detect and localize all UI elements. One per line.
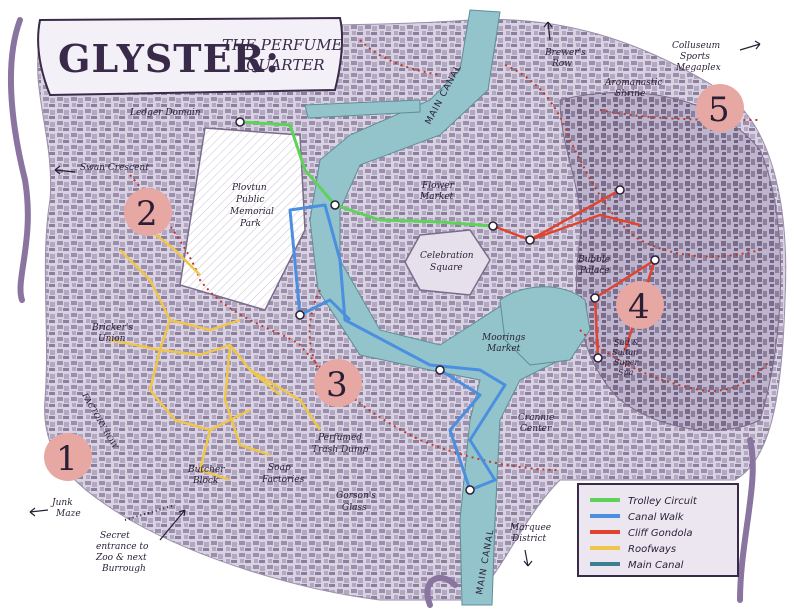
- svg-text:2: 2: [136, 194, 158, 234]
- label-colluseum-1: Colluseum: [672, 41, 720, 51]
- label-marquee-1: Marquee: [509, 523, 551, 533]
- label-junk-1: Junk: [50, 498, 73, 508]
- svg-text:1: 1: [56, 439, 78, 479]
- title-sub-line1: THE PERFUME: [222, 36, 343, 54]
- label-gorsons-2: Glass: [342, 503, 367, 513]
- label-park-3: Memorial: [229, 207, 274, 217]
- label-swan-crescent: Swan Crescent: [80, 163, 149, 173]
- title-main: GLYSTER:: [58, 36, 280, 81]
- label-aromanastic-2: Shrine: [615, 89, 645, 99]
- label-aromanastic-1: Aromanastic: [604, 78, 662, 88]
- label-park-1: Plovtun: [231, 183, 267, 193]
- label-spa-1: Sud &: [614, 338, 639, 347]
- label-secret-2: entrance to: [96, 542, 149, 552]
- direction-arrows: [29, 21, 761, 567]
- label-moorings-2: Market: [486, 344, 521, 354]
- label-colluseum-2: Sports: [680, 52, 710, 62]
- label-celebration-1: Celebration: [420, 251, 474, 261]
- tunnel-hatch-icon: [124, 504, 176, 521]
- label-spa-4: Spa: [618, 368, 634, 377]
- label-bubble-2: Palace: [579, 266, 610, 276]
- district-boundaries: [129, 39, 771, 471]
- title-banner: GLYSTER: THE PERFUME QUARTER: [7, 16, 344, 303]
- route-stops: [235, 117, 660, 495]
- celebration-square: [404, 229, 491, 296]
- arrow-secret-icon: [159, 509, 186, 541]
- label-bubble-1: Bubble: [577, 255, 610, 265]
- label-butcher-2: Block: [192, 476, 218, 486]
- label-brickers-2: Union: [98, 334, 126, 344]
- district-marker-5: 5: [696, 84, 744, 132]
- legend-label-2: Cliff Gondola: [628, 528, 693, 539]
- label-soap-1: Soap: [268, 463, 291, 473]
- legend-label-0: Trolley Circuit: [628, 496, 698, 507]
- district-marker-1: 1: [44, 433, 92, 481]
- legend-label-4: Main Canal: [628, 560, 684, 571]
- label-moorings-1: Moorings: [481, 333, 526, 343]
- arrow-brewers-row-icon: [543, 21, 553, 41]
- legend-label-1: Canal Walk: [628, 512, 685, 523]
- label-flower-2: Market: [419, 192, 454, 202]
- label-gorsons-1: Gorson's: [336, 491, 376, 501]
- label-spa-3: Super: [614, 358, 639, 367]
- arrow-swan-crescent-icon: [54, 165, 76, 175]
- label-colluseum-3: Megaplex: [675, 63, 721, 73]
- label-butcher-1: Butcher: [187, 465, 225, 475]
- district-marker-2: 2: [124, 188, 172, 236]
- label-park-4: Park: [239, 219, 261, 229]
- district-markers: 1 2 3 4 5: [44, 84, 744, 481]
- label-spa-2: Sultan: [612, 348, 638, 357]
- svg-text:5: 5: [708, 90, 730, 130]
- label-trash-1: Perfumed: [317, 433, 362, 443]
- label-flower-1: Flower: [421, 181, 455, 191]
- legend-label-3: Roofways: [628, 544, 676, 555]
- arrow-colluseum-icon: [739, 40, 761, 51]
- label-ledger-domain: Ledger Domain: [129, 108, 201, 118]
- harbor-water: [499, 286, 591, 366]
- svg-text:3: 3: [326, 365, 348, 405]
- label-secret-1: Secret: [100, 531, 130, 541]
- upper-canal-water: [304, 99, 421, 119]
- arrow-marquee-icon: [523, 549, 533, 567]
- district-marker-4: 4: [616, 281, 664, 329]
- svg-text:4: 4: [628, 287, 650, 327]
- label-brewers-2: Row: [551, 59, 572, 69]
- label-soap-2: Factories: [261, 475, 305, 485]
- scroll-ornament-left: [7, 17, 31, 303]
- label-junk-2: Maze: [55, 509, 81, 519]
- label-secret-3: Zoo & next: [95, 553, 147, 563]
- label-celebration-2: Square: [430, 263, 463, 273]
- scroll-ornament-bottom: [424, 437, 756, 608]
- arrow-junk-maze-icon: [29, 507, 49, 517]
- label-crannie-1: Crannie: [518, 413, 554, 423]
- label-trash-2: Trash Dump: [312, 445, 368, 455]
- label-park-2: Public: [235, 195, 264, 205]
- label-brickers-1: Bricker's: [91, 323, 133, 333]
- district-marker-3: 3: [314, 359, 362, 407]
- roofways-route: [109, 229, 322, 482]
- label-brewers-1: Brewer's: [544, 48, 586, 58]
- title-sub-line2: QUARTER: [246, 56, 325, 74]
- label-marquee-2: District: [511, 534, 547, 544]
- label-secret-4: Burrough: [101, 564, 146, 574]
- label-crannie-2: Center: [520, 424, 552, 434]
- canal-walk-route: [288, 203, 507, 492]
